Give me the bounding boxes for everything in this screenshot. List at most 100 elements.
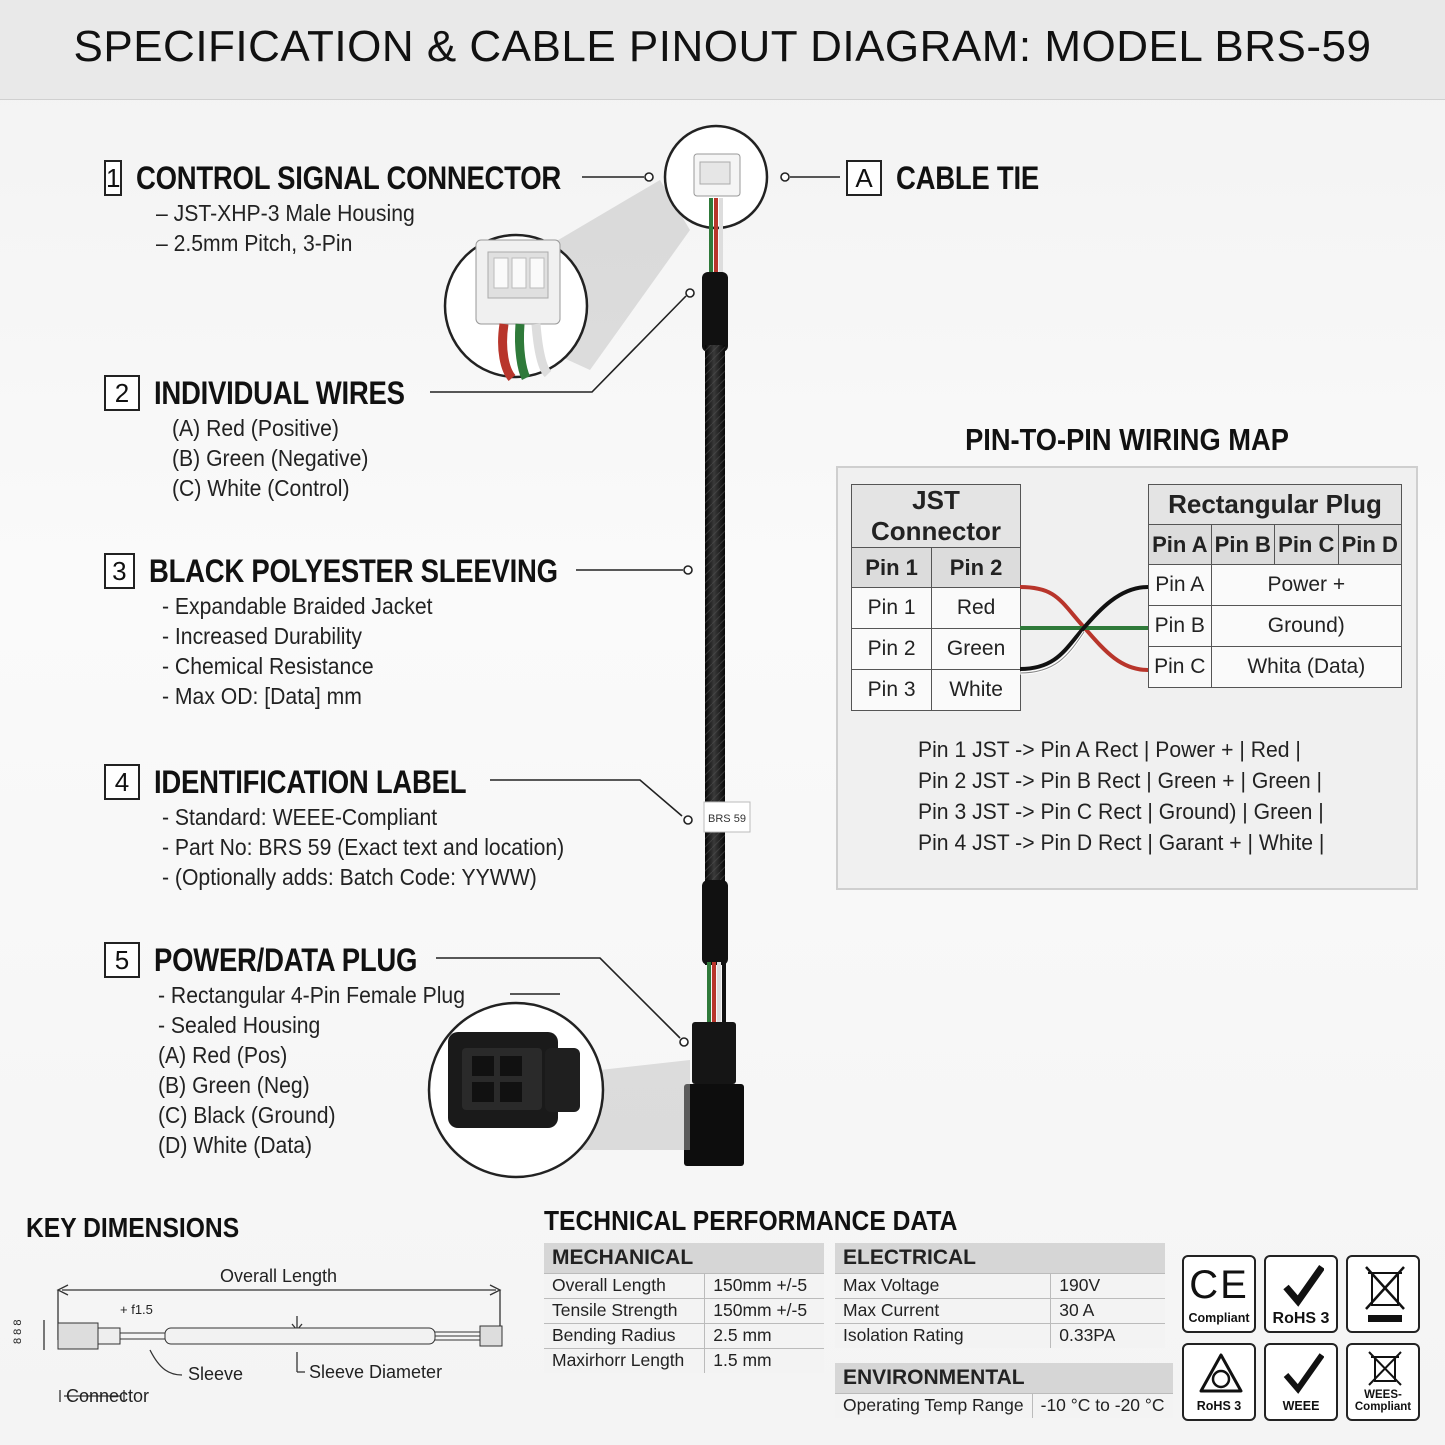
dim-overall-length: Overall Length [220, 1266, 338, 1286]
spec-label: Operating Temp Range [835, 1392, 1033, 1418]
jst-cell: Green [931, 628, 1021, 670]
spec-value: 150mm +/-5 [704, 1272, 824, 1298]
callout-number: 1 [104, 160, 123, 196]
page-title: SPECIFICATION & CABLE PINOUT DIAGRAM: MO… [73, 22, 1372, 71]
callout-title: POWER/DATA PLUG [154, 941, 418, 978]
spec-label: Isolation Rating [835, 1322, 1051, 1348]
callout-title: IDENTIFICATION LABEL [154, 763, 467, 800]
callout-number: 5 [104, 942, 140, 978]
rect-col-header: Pin D [1337, 524, 1402, 565]
jst-col-header: Pin 1 [850, 547, 933, 588]
ce-mark-icon: CE [1189, 1263, 1249, 1307]
callout-control-signal-connector: 1 CONTROL SIGNAL CONNECTOR – JST-XHP-3 Ma… [104, 158, 624, 258]
technical-performance-title: TECHNICAL PERFORMANCE DATA [544, 1205, 958, 1236]
jst-cell: Pin 3 [850, 669, 933, 711]
callout-number: 3 [104, 553, 135, 589]
spec-value: 1.5 mm [704, 1347, 824, 1373]
callout-title: CONTROL SIGNAL CONNECTOR [136, 159, 562, 196]
rect-cell: Pin C [1148, 646, 1212, 688]
spec-label: Max Voltage [835, 1272, 1051, 1298]
callout-line: - Max OD: [Data] mm [162, 683, 362, 709]
callout-line: (B) Green (Negative) [172, 445, 369, 471]
title-bar: SPECIFICATION & CABLE PINOUT DIAGRAM: MO… [0, 0, 1445, 100]
rect-col-header: Pin B [1210, 524, 1276, 565]
environmental-table: ENVIRONMENTAL Operating Temp Range-10 °C… [835, 1363, 1173, 1418]
spec-label: Maxirhorr Length [544, 1347, 705, 1373]
dim-sleeve: Sleeve [188, 1364, 244, 1384]
rect-cell: Power + [1210, 564, 1403, 606]
jst-cell: Pin 1 [850, 587, 933, 629]
spec-label: Overall Length [544, 1272, 705, 1298]
wiring-map-title: PIN-TO-PIN WIRING MAP [965, 422, 1289, 457]
badge-label: Compliant [1188, 1311, 1250, 1325]
rect-col-header: Pin A [1148, 524, 1212, 565]
mapping-line: Pin 3 JST -> Pin C Rect | Ground) | Gree… [918, 799, 1324, 824]
badge-ce-compliant: CE Compliant [1182, 1255, 1256, 1333]
electrical-header: ELECTRICAL [835, 1243, 1165, 1273]
callout-line: - Sealed Housing [158, 1012, 321, 1038]
callout-number: 2 [104, 375, 140, 411]
triangle-arrows-icon [1199, 1353, 1243, 1393]
spec-value: 30 A [1050, 1297, 1165, 1323]
mapping-line: Pin 2 JST -> Pin B Rect | Green + | Gree… [918, 768, 1323, 793]
spec-value: -10 °C to -20 °C [1031, 1392, 1173, 1418]
leader-lines [430, 172, 840, 1047]
environmental-header: ENVIRONMENTAL [835, 1363, 1173, 1393]
crossed-bin-icon [1368, 1351, 1402, 1386]
badge-label: RoHS 3 [1196, 1399, 1242, 1413]
callout-line: (D) White (Data) [158, 1132, 313, 1158]
callout-line: - Part No: BRS 59 (Exact text and locati… [162, 834, 565, 860]
callout-title: INDIVIDUAL WIRES [154, 374, 405, 411]
mechanical-header: MECHANICAL [544, 1243, 824, 1273]
callout-line: - Chemical Resistance [162, 653, 374, 679]
mapping-line: Pin 4 JST -> Pin D Rect | Garant + | Whi… [918, 830, 1325, 855]
spec-value: 0.33PA [1050, 1322, 1165, 1348]
rect-cell: Pin B [1148, 605, 1212, 647]
crossed-bin-icon [1365, 1266, 1405, 1322]
spec-label: Max Current [835, 1297, 1051, 1323]
callout-individual-wires: 2 INDIVIDUAL WIRES (A) Red (Positive) (B)… [104, 373, 534, 503]
dim-tolerance: + f1.5 [120, 1302, 153, 1317]
callout-cable-tie: A CABLE TIE [846, 158, 1062, 198]
check-icon [1283, 1353, 1324, 1394]
callout-line: - Rectangular 4-Pin Female Plug [158, 982, 465, 1008]
callout-power-data-plug: 5 POWER/DATA PLUG - Rectangular 4-Pin Fem… [104, 940, 534, 1160]
cable-label-text: BRS 59 [708, 813, 746, 825]
dim-connector: Connector [66, 1386, 150, 1406]
callout-line: (A) Red (Positive) [172, 415, 339, 441]
callout-line: - Increased Durability [162, 623, 362, 649]
spec-value: 190V [1050, 1272, 1165, 1298]
jst-cell: Red [931, 587, 1021, 629]
callout-title: CABLE TIE [896, 159, 1039, 196]
jst-table-header: JST Connector [851, 484, 1021, 548]
callout-line: (A) Red (Pos) [158, 1042, 288, 1068]
badge-rohs-3: RoHS 3 [1264, 1255, 1338, 1333]
callout-line: (C) Black (Ground) [158, 1102, 336, 1128]
key-dimensions-title: KEY DIMENSIONS [26, 1212, 240, 1243]
callout-line: - (Optionally adds: Batch Code: YYWW) [162, 864, 537, 890]
rect-cell: Ground) [1210, 605, 1403, 647]
rectangular-plug-table: Rectangular Plug Pin A Pin B Pin C Pin D… [1148, 484, 1403, 688]
badge-rohs-3-triangle: RoHS 3 [1182, 1343, 1256, 1421]
cable-illustration: BRS 59 [427, 124, 840, 1179]
badge-wees-compliant: WEES- Compliant [1346, 1343, 1420, 1421]
key-dimensions-drawing: Overall Length + f1.5 8 8 8 Sleeve Sleev… [0, 1250, 530, 1440]
callout-line: – JST-XHP-3 Male Housing [156, 200, 415, 226]
callout-line: – 2.5mm Pitch, 3-Pin [156, 230, 353, 256]
mapping-lines: Pin 1 JST -> Pin A Rect | Power + | Red … [918, 734, 1324, 858]
mapping-line: Pin 1 JST -> Pin A Rect | Power + | Red … [918, 737, 1301, 762]
spec-value: 2.5 mm [704, 1322, 824, 1348]
dim-sleeve-diameter: Sleeve Diameter [309, 1362, 443, 1382]
jst-col-header: Pin 2 [931, 547, 1021, 588]
wiring-crossover [1020, 585, 1149, 675]
badge-label: WEES- Compliant [1354, 1389, 1412, 1413]
callout-number: 4 [104, 764, 140, 800]
rect-table-header: Rectangular Plug [1148, 484, 1402, 525]
jst-cell: White [931, 669, 1021, 711]
callout-letter: A [846, 160, 882, 196]
spec-label: Bending Radius [544, 1322, 705, 1348]
